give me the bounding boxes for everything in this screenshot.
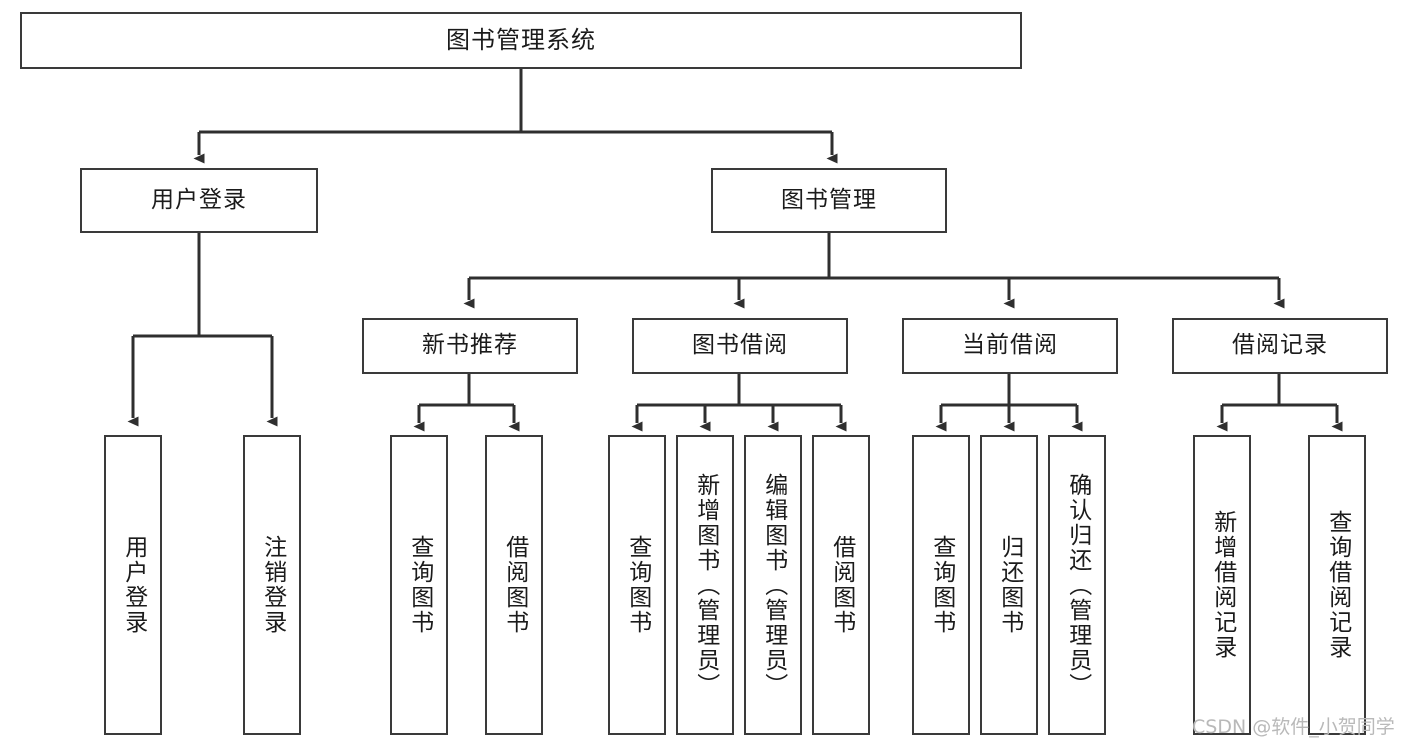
leaf-add-book-label: 新增图书（管理员）: [692, 472, 719, 698]
leaf-query-book-1-label: 查询图书: [406, 535, 433, 635]
node-book-borrow-label: 图书借阅: [692, 332, 788, 359]
leaf-edit-book-label: 编辑图书（管理员）: [760, 472, 787, 698]
node-user-login[interactable]: 用户登录: [80, 168, 318, 233]
leaf-add-record[interactable]: 新增借阅记录: [1193, 435, 1251, 735]
leaf-add-book[interactable]: 新增图书（管理员）: [676, 435, 734, 735]
node-current-borrow-label: 当前借阅: [962, 332, 1058, 359]
node-book-manage[interactable]: 图书管理: [711, 168, 947, 233]
leaf-user-login-label: 用户登录: [120, 535, 147, 635]
leaf-user-logout[interactable]: 注销登录: [243, 435, 301, 735]
watermark: CSDN @软件_小贺同学: [1192, 716, 1395, 738]
leaf-borrow-book-1-label: 借阅图书: [501, 535, 528, 635]
leaf-query-book-2-label: 查询图书: [624, 535, 651, 635]
node-book-borrow[interactable]: 图书借阅: [632, 318, 848, 374]
leaf-query-book-2[interactable]: 查询图书: [608, 435, 666, 735]
leaf-confirm-return[interactable]: 确认归还（管理员）: [1048, 435, 1106, 735]
leaf-user-login[interactable]: 用户登录: [104, 435, 162, 735]
leaf-query-book-3-label: 查询图书: [928, 535, 955, 635]
node-book-manage-label: 图书管理: [781, 186, 877, 213]
leaf-borrow-book-1[interactable]: 借阅图书: [485, 435, 543, 735]
leaf-confirm-return-label: 确认归还（管理员）: [1064, 472, 1091, 698]
leaf-user-logout-label: 注销登录: [259, 535, 286, 635]
leaf-query-book-1[interactable]: 查询图书: [390, 435, 448, 735]
leaf-return-book[interactable]: 归还图书: [980, 435, 1038, 735]
leaf-borrow-book-2-label: 借阅图书: [828, 535, 855, 635]
node-root[interactable]: 图书管理系统: [20, 12, 1022, 69]
node-current-borrow[interactable]: 当前借阅: [902, 318, 1118, 374]
node-borrow-record-label: 借阅记录: [1232, 332, 1328, 359]
leaf-edit-book[interactable]: 编辑图书（管理员）: [744, 435, 802, 735]
leaf-return-book-label: 归还图书: [996, 535, 1023, 635]
node-new-book-rec-label: 新书推荐: [422, 332, 518, 359]
node-root-label: 图书管理系统: [446, 26, 596, 55]
leaf-add-record-label: 新增借阅记录: [1209, 510, 1236, 660]
leaf-query-record-label: 查询借阅记录: [1324, 510, 1351, 660]
node-user-login-label: 用户登录: [151, 186, 247, 213]
leaf-query-book-3[interactable]: 查询图书: [912, 435, 970, 735]
node-borrow-record[interactable]: 借阅记录: [1172, 318, 1388, 374]
node-new-book-rec[interactable]: 新书推荐: [362, 318, 578, 374]
leaf-query-record[interactable]: 查询借阅记录: [1308, 435, 1366, 735]
leaf-borrow-book-2[interactable]: 借阅图书: [812, 435, 870, 735]
